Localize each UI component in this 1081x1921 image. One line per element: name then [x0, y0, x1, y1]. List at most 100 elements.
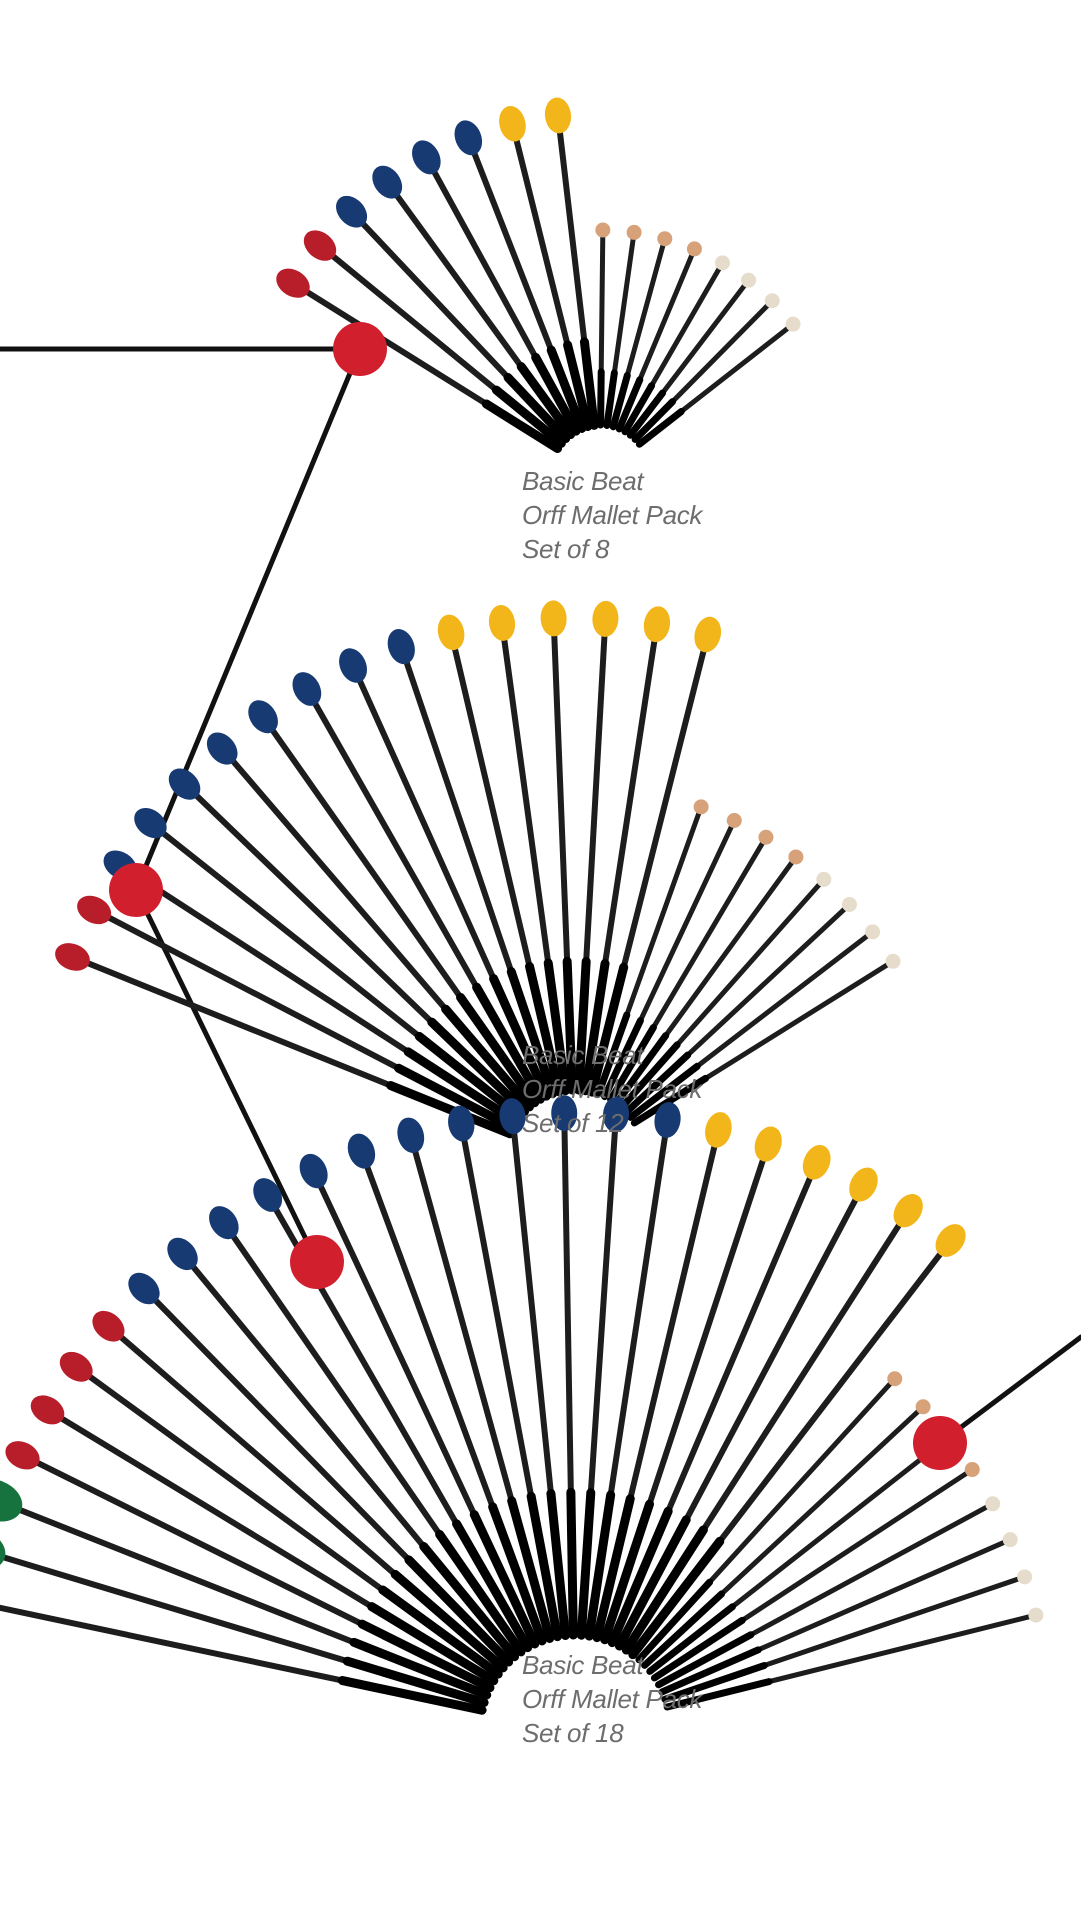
mallet-head [499, 106, 526, 142]
mallet-grip [543, 958, 571, 1096]
mallet-cream-ball [627, 924, 881, 1121]
mallet-grip [579, 337, 599, 430]
mallet-head [935, 1224, 966, 1257]
caption-product: Orff Mallet Pack [522, 1074, 703, 1104]
mallet-grip [597, 368, 605, 429]
mallet-tan-ball [615, 241, 702, 433]
product-caption-set-8: Basic Beat Orff Mallet Pack Set of 8 [522, 464, 702, 566]
node-dot-set-8 [333, 322, 387, 376]
mallet-tan-ball [603, 224, 642, 429]
mallet-fan-set-12 [55, 600, 901, 1139]
mallet-head [551, 1095, 578, 1132]
mallet-grip [615, 376, 644, 433]
mallet-grip [614, 1515, 691, 1651]
mallet-head [134, 807, 167, 839]
mallet-head [705, 1112, 732, 1148]
mallet-grip [491, 385, 566, 448]
mallet-grip [617, 1041, 681, 1112]
mallet-head [128, 1272, 160, 1305]
mallet-blue-yarn [576, 1096, 630, 1640]
mallet-blue-yarn [336, 195, 571, 444]
mallet-grip [516, 362, 576, 440]
mallet-yellow-yarn [592, 1112, 732, 1643]
mallet-grip [481, 399, 563, 454]
mallet-blue-yarn [248, 700, 540, 1108]
mallet-grip [367, 1602, 499, 1686]
mallet-tan-ball [612, 849, 804, 1107]
mallet-grip [601, 1017, 644, 1101]
mallet-grip [584, 1490, 616, 1641]
mallet-head [336, 195, 368, 228]
caption-product: Orff Mallet Pack [522, 1684, 703, 1714]
mallet-head [59, 1351, 93, 1382]
mallet-grip [635, 1578, 714, 1664]
mallet-grip [506, 967, 558, 1099]
mallet-head [785, 316, 801, 332]
mallet-head [292, 672, 322, 706]
mallet-grip [427, 1017, 530, 1116]
mallet-head [387, 629, 415, 665]
mallet-grip [587, 962, 629, 1097]
mallet-blue-yarn [448, 1105, 562, 1642]
mallet-cream-ball [635, 316, 801, 448]
mallet-head [758, 829, 774, 845]
caption-set-size: Set of 12 [522, 1108, 624, 1138]
mallet-head [303, 230, 337, 261]
mallet-grip [472, 982, 545, 1104]
mallet-head [885, 953, 901, 969]
connector-line-right-edge [937, 1334, 1081, 1446]
mallet-grip [441, 1004, 534, 1112]
mallet-grip [563, 340, 593, 431]
mallet-red-yarn [5, 1441, 495, 1693]
mallet-yellow-yarn [581, 606, 671, 1096]
caption-set-size: Set of 18 [522, 1718, 624, 1748]
mallet-head [488, 605, 516, 641]
mallet-grip [631, 398, 677, 443]
mallet-grip [403, 1047, 521, 1127]
mallet-yellow-yarn [488, 605, 571, 1096]
mallet-tan-ball [650, 1462, 980, 1682]
mallet-blue-yarn [397, 1117, 555, 1643]
mallet-head [686, 241, 702, 257]
mallet-grip [581, 958, 610, 1096]
mallet-grip [469, 1510, 540, 1649]
mallet-head [253, 1178, 283, 1212]
mallet-head [595, 222, 611, 238]
mallet-head [540, 600, 567, 637]
product-caption-set-18: Basic Beat Orff Mallet Pack Set of 18 [522, 1648, 702, 1750]
mallet-grip [630, 1074, 710, 1127]
node-dot-hub [109, 863, 163, 917]
mallet-yellow-yarn [499, 106, 593, 431]
mallet-tan-ball [595, 222, 611, 429]
mallet-head [964, 1462, 980, 1478]
mallet-head [0, 1528, 6, 1571]
mallet-head [299, 1153, 328, 1189]
mallet-grip [419, 1542, 520, 1662]
mallet-cream-ball [621, 255, 730, 436]
mallet-grip [503, 373, 571, 444]
mallet-head [209, 1206, 239, 1240]
mallet-tan-ball [635, 1371, 903, 1664]
mallet-yellow-yarn [628, 1224, 966, 1660]
mallet-grip [394, 1063, 518, 1133]
mallet-grip [526, 1491, 562, 1642]
mallet-blue-yarn [206, 732, 534, 1112]
connector-nodes [109, 322, 967, 1470]
mallet-grip [612, 1032, 670, 1107]
mallet-green-yarn [0, 1528, 489, 1708]
mallet-head [276, 268, 310, 298]
mallet-blue-yarn [299, 1153, 540, 1649]
mallet-cream-ball [663, 1607, 1044, 1711]
mallet-yellow-yarn [574, 600, 619, 1095]
mallet-yellow-yarn [621, 1194, 923, 1655]
mallet-grip [621, 382, 656, 436]
mallet-cream-ball [630, 953, 901, 1127]
mallet-grip [390, 1569, 508, 1673]
mallet-red-yarn [276, 268, 563, 454]
mallet-grip [546, 345, 587, 433]
mallet-green-yarn [0, 1604, 487, 1715]
mallet-grip [603, 369, 618, 429]
mallet-grip [646, 1603, 736, 1675]
mallet-head [437, 614, 465, 651]
mallet-head [643, 606, 671, 643]
